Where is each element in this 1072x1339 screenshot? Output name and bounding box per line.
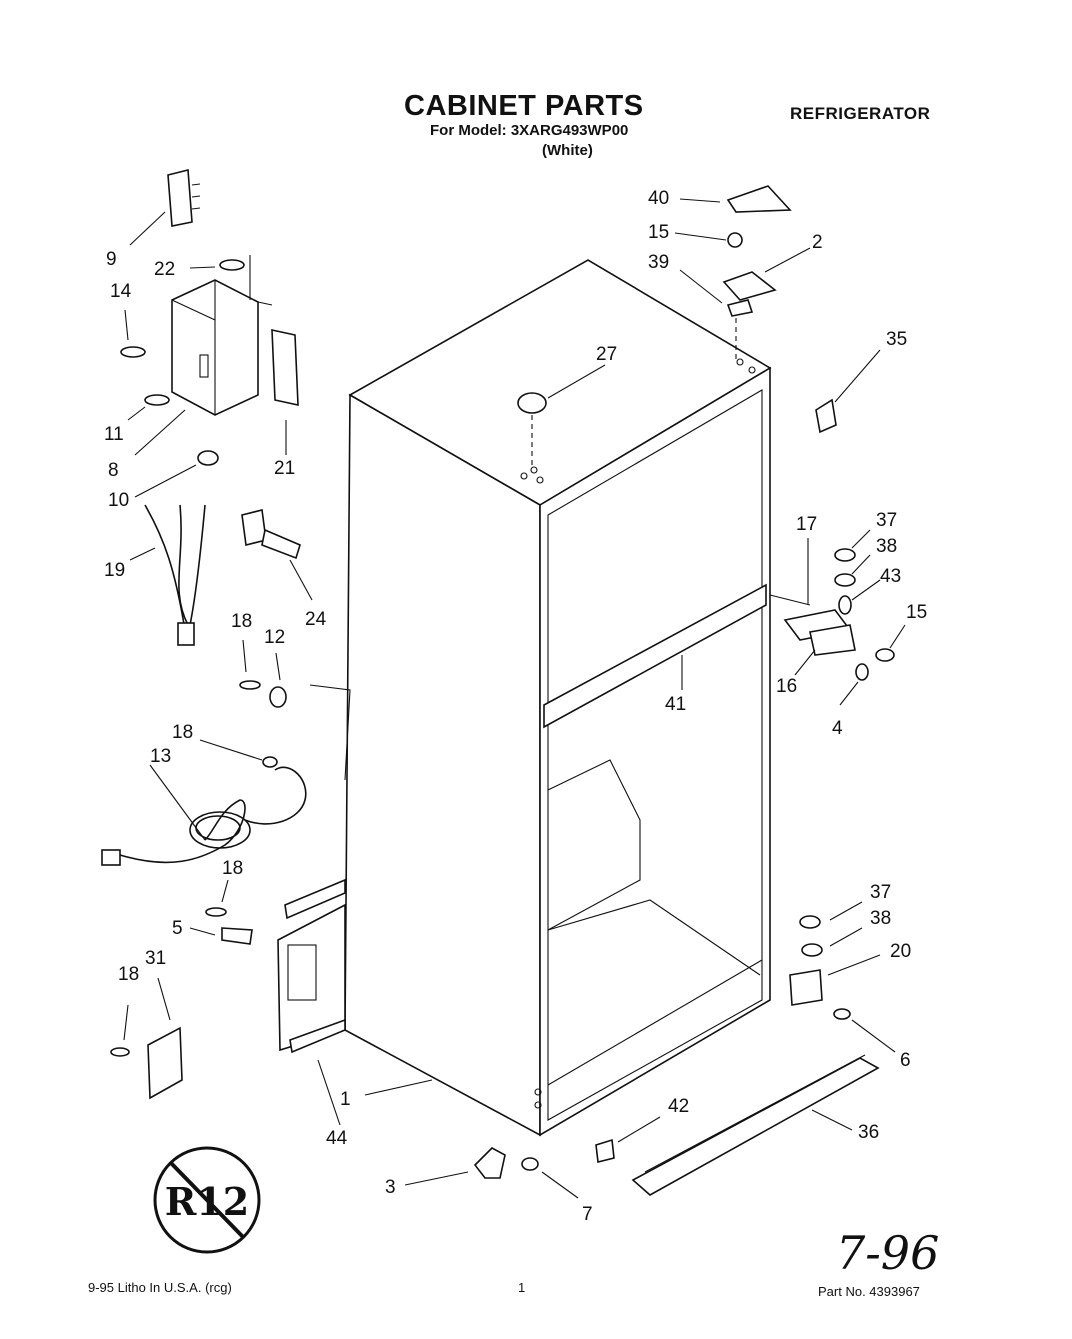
callout-19: 19 [104,560,125,581]
callout-24: 24 [305,609,327,630]
callout-40: 40 [648,188,669,209]
part-24-thermostat [241,509,313,601]
part-13-power-cord [101,739,307,866]
callout-18b: 18 [172,722,193,743]
callout-39: 39 [648,252,669,273]
litho-note: 9-95 Litho In U.S.A. (rcg) [88,1280,232,1295]
callout-18d: 18 [118,964,139,985]
screws-22-14-11 [120,259,287,456]
parts-2-39-15-40-top-hinge [674,185,811,360]
callout-15b: 15 [906,602,927,623]
parts-18-5-bracket [189,879,253,945]
callout-6: 6 [900,1050,911,1071]
model-number: For Model: 3XARG493WP00 [430,122,629,139]
callout-3: 3 [385,1177,396,1198]
callout-44: 44 [326,1128,348,1149]
callout-22: 22 [154,259,175,280]
part-8-control-box [171,255,299,416]
callout-16: 16 [776,676,797,697]
part-19-wire-harness [129,450,219,646]
cabinet-body [344,259,772,1137]
part-35-cap [815,349,881,434]
part-9-terminal-block [129,168,201,246]
page-title: CABINET PARTS [404,90,644,122]
appliance-type: REFRIGERATOR [790,104,931,123]
callout-5: 5 [172,918,183,939]
callout-4: 4 [832,718,843,739]
callout-38b: 38 [876,536,897,557]
page-number: 1 [518,1280,526,1295]
callout-2: 2 [812,232,823,253]
callout-7: 7 [582,1204,593,1225]
callout-18a: 18 [231,611,252,632]
callout-37a: 37 [870,882,891,903]
parts-3-7-hinge [404,1147,579,1199]
callout-1: 1 [340,1089,351,1110]
callout-21: 21 [274,458,295,479]
callout-31: 31 [145,948,166,969]
callout-35: 35 [886,329,907,350]
callout-9: 9 [106,249,117,270]
handwritten-date: 7-96 [836,1226,940,1280]
callout-27: 27 [596,344,617,365]
callout-15a: 15 [648,222,669,243]
model-color: (White) [542,142,593,159]
callout-10: 10 [108,490,129,511]
part-number: Part No. 4393967 [818,1284,920,1299]
callout-17: 17 [796,514,817,535]
parts-16-17-43-middle-hinge [769,529,906,706]
callout-38a: 38 [870,908,891,929]
part-44-panel [277,878,433,1126]
callout-43: 43 [880,566,901,587]
r12-prohibited-badge: R12 [153,1146,261,1254]
callout-13: 13 [150,746,171,767]
part-27-plug [517,364,606,468]
callout-labels: 9 22 14 11 8 21 10 19 24 18 12 18 13 18 … [104,188,927,1225]
callout-36: 36 [858,1122,879,1143]
callout-37b: 37 [876,510,897,531]
parts-20-6-37-38-hinge [789,901,896,1053]
part-31-cover [110,977,183,1100]
callout-8: 8 [108,460,119,481]
parts-18-12-clip [239,639,351,781]
parts-42-36-grille [595,1054,880,1196]
callout-14: 14 [110,281,132,302]
callout-41: 41 [665,694,686,715]
callout-18c: 18 [222,858,243,879]
callout-12: 12 [264,627,285,648]
callout-20: 20 [890,941,911,962]
callout-11: 11 [104,424,124,445]
callout-42: 42 [668,1096,689,1117]
